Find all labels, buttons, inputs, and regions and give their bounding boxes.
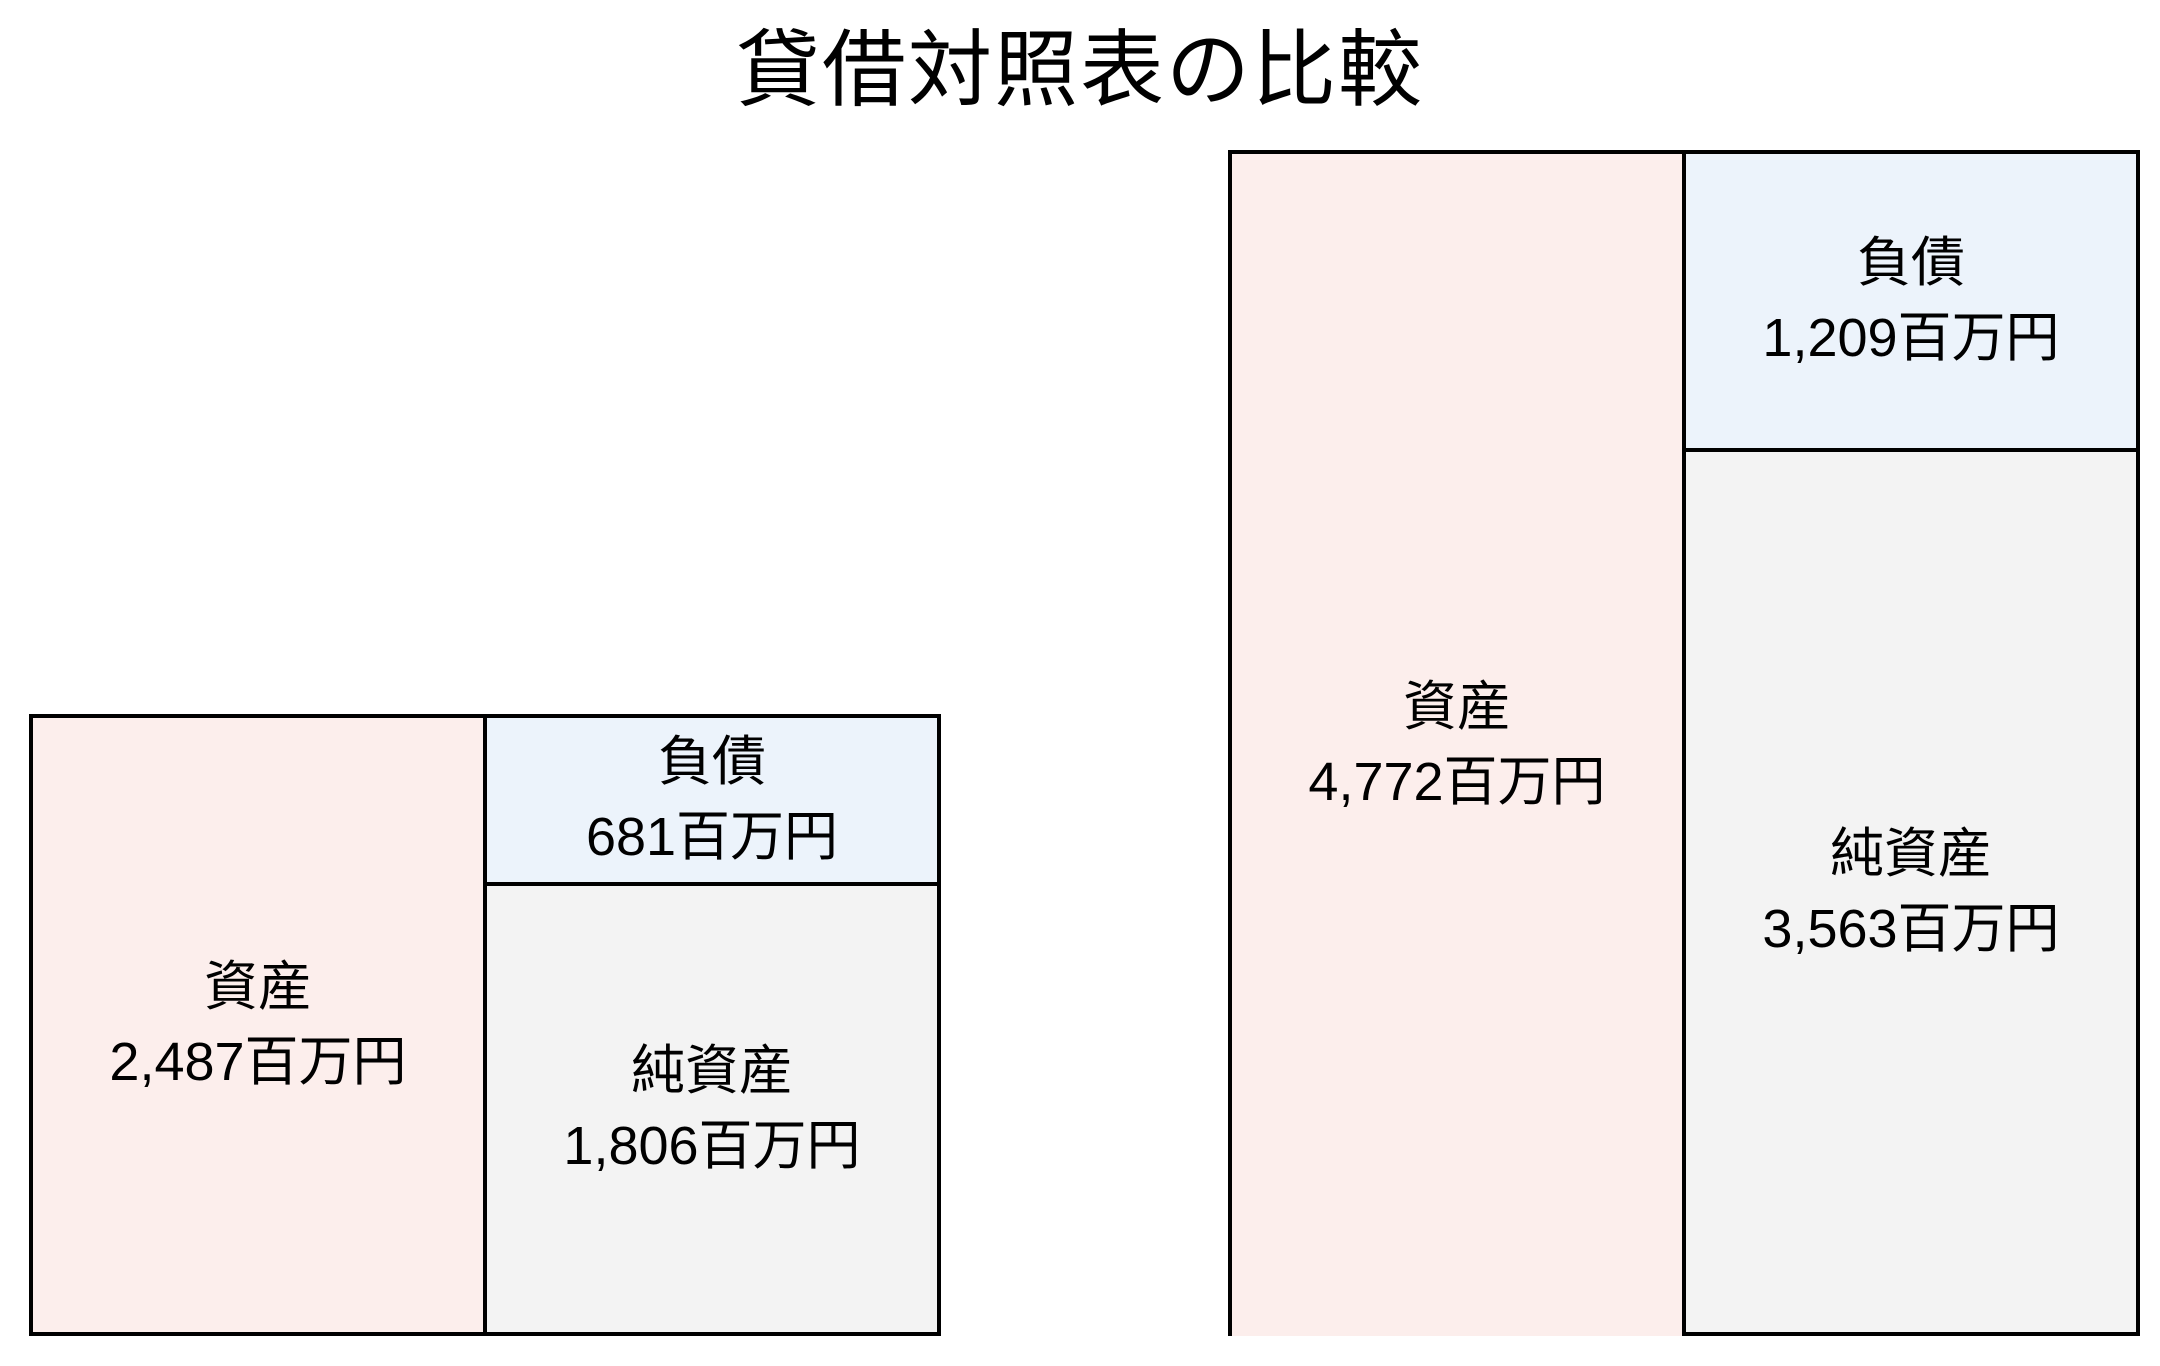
net-assets-label: 純資産: [1829, 824, 1992, 885]
net-assets-segment: 純資産 3,563百万円: [1686, 452, 2136, 1332]
net-assets-value: 1,806百万円: [563, 1116, 861, 1176]
liabilities-segment: 負債 681百万円: [487, 718, 937, 882]
chart-title: 貸借対照表の比較: [735, 23, 1424, 117]
assets-value: 2,487百万円: [109, 1032, 407, 1092]
liabilities-segment: 負債 1,209百万円: [1686, 154, 2136, 448]
liabilities-label: 負債: [1856, 233, 1965, 294]
balance-sheet-2: 資産 4,772百万円 負債 1,209百万円 純資産 3,563百万円: [1228, 150, 2140, 1336]
assets-label: 資産: [1402, 677, 1511, 738]
liabilities-label: 負債: [657, 732, 766, 793]
assets-value: 4,772百万円: [1308, 752, 1606, 812]
assets-segment: 資産 4,772百万円: [1232, 154, 1682, 1336]
net-assets-value: 3,563百万円: [1762, 899, 2060, 959]
net-assets-label: 純資産: [630, 1041, 793, 1102]
assets-label: 資産: [203, 957, 312, 1018]
liabilities-value: 1,209百万円: [1762, 308, 2060, 368]
balance-sheet-1: 資産 2,487百万円 負債 681百万円 純資産 1,806百万円: [29, 714, 941, 1336]
assets-segment: 資産 2,487百万円: [33, 718, 483, 1332]
net-assets-segment: 純資産 1,806百万円: [487, 886, 937, 1332]
liabilities-value: 681百万円: [585, 807, 839, 867]
